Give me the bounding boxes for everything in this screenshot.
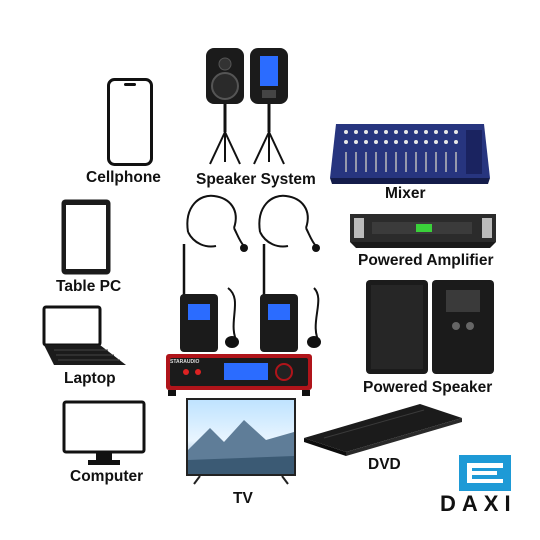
label-cellphone: Cellphone xyxy=(86,169,161,186)
powered-speaker-image xyxy=(366,280,494,376)
daxi-logo-mark xyxy=(459,455,511,491)
powered-amplifier-image xyxy=(350,214,496,248)
wireless-receiver-image xyxy=(166,354,312,396)
receiver-brand-text: STARAUDIO xyxy=(170,359,200,365)
speaker-system-image xyxy=(198,44,298,168)
cellphone-image xyxy=(107,78,153,166)
mixer-image xyxy=(330,122,490,184)
label-speaker-system: Speaker System xyxy=(196,171,316,188)
label-laptop: Laptop xyxy=(64,370,116,387)
daxi-logo-wordmark: DAXI xyxy=(440,491,517,516)
label-mixer: Mixer xyxy=(385,185,426,202)
label-powered-speaker: Powered Speaker xyxy=(363,379,493,396)
wireless-bodypack-transmitters-image xyxy=(166,244,342,352)
tv-image xyxy=(186,398,296,486)
label-table-pc: Table PC xyxy=(56,278,122,295)
laptop-image xyxy=(42,305,128,367)
headset-microphones-image xyxy=(180,192,330,262)
label-powered-amplifier: Powered Amplifier xyxy=(358,252,494,269)
label-computer: Computer xyxy=(70,468,144,485)
computer-image xyxy=(62,400,146,466)
label-tv: TV xyxy=(233,490,253,507)
dvd-player-image xyxy=(304,404,462,456)
label-dvd: DVD xyxy=(368,456,401,473)
table-pc-image xyxy=(60,198,112,276)
